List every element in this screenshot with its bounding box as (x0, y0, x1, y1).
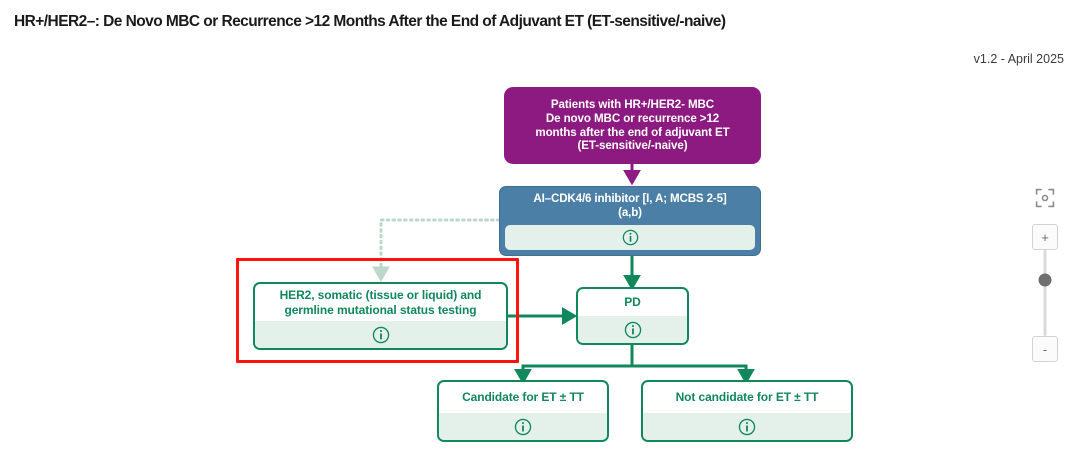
zoom-slider-track[interactable] (1043, 250, 1047, 336)
node-not-candidate-et-tt-label: Not candidate for ET ± TT (675, 390, 819, 405)
node-not-candidate-et-tt-info-strip[interactable] (643, 413, 851, 440)
zoom-in-label: + (1041, 229, 1049, 245)
fit-view-button[interactable] (1032, 185, 1058, 211)
node-patients-label: Patients with HR+/HER2- MBC De novo MBC … (535, 98, 730, 153)
fit-view-icon (1035, 188, 1055, 208)
node-her2-testing-label: HER2, somatic (tissue or liquid) and ger… (279, 288, 482, 317)
zoom-slider-handle[interactable] (1038, 273, 1052, 287)
node-pd-info-strip[interactable] (578, 316, 687, 343)
node-pd-label: PD (624, 295, 641, 310)
node-ai-cdk46-label: AI–CDK4/6 inhibitor [I, A; MCBS 2-5] (a,… (533, 192, 727, 219)
page-title: HR+/HER2–: De Novo MBC or Recurrence >12… (14, 13, 726, 30)
node-candidate-et-tt-label: Candidate for ET ± TT (462, 390, 584, 405)
node-her2-testing[interactable]: HER2, somatic (tissue or liquid) and ger… (253, 282, 508, 350)
version-label: v1.2 - April 2025 (973, 52, 1064, 66)
node-candidate-et-tt[interactable]: Candidate for ET ± TT (437, 380, 609, 442)
info-circle-icon[interactable] (624, 321, 642, 339)
node-patients[interactable]: Patients with HR+/HER2- MBC De novo MBC … (504, 87, 761, 164)
node-ai-cdk46[interactable]: AI–CDK4/6 inhibitor [I, A; MCBS 2-5] (a,… (499, 186, 761, 256)
zoom-slider[interactable] (1032, 250, 1058, 336)
info-circle-icon[interactable] (738, 418, 756, 436)
info-circle-icon[interactable] (622, 229, 639, 246)
highlight-rectangle (236, 258, 519, 363)
node-pd[interactable]: PD (576, 287, 689, 345)
flowchart-canvas[interactable]: Patients with HR+/HER2- MBC De novo MBC … (0, 70, 1080, 471)
node-candidate-et-tt-info-strip[interactable] (439, 413, 607, 440)
view-controls: + - (1028, 185, 1062, 362)
info-circle-icon[interactable] (372, 326, 390, 344)
node-not-candidate-et-tt[interactable]: Not candidate for ET ± TT (641, 380, 853, 442)
zoom-out-button[interactable]: - (1032, 336, 1058, 362)
zoom-in-button[interactable]: + (1032, 224, 1058, 250)
zoom-out-label: - (1042, 341, 1048, 357)
info-circle-icon[interactable] (514, 418, 532, 436)
node-her2-testing-info-strip[interactable] (255, 321, 506, 348)
node-ai-cdk46-info-strip[interactable] (505, 225, 755, 250)
edge-pd-to-candidates (514, 345, 755, 385)
